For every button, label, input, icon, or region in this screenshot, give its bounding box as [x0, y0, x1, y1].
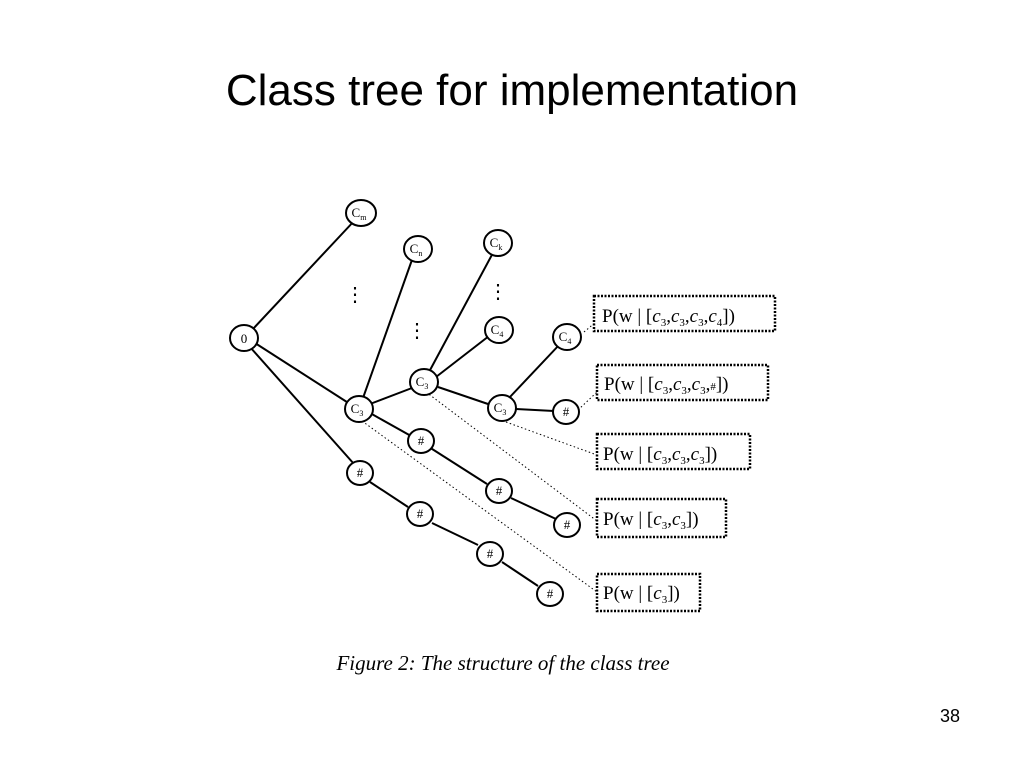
prob-label-1: P(w | [c3,c3,c3,c4]): [602, 306, 735, 329]
edge-c3-l1-c3-l2: [369, 387, 413, 405]
slide-number: 38: [939, 706, 961, 726]
ellipsis-between-cm-cn: ⋮: [345, 284, 365, 306]
prob-label-4: P(w | [c3,c3]): [603, 509, 699, 532]
node-root: [229, 324, 259, 352]
node-hash-a1: [346, 460, 374, 486]
prob-box-4: [595, 497, 728, 539]
node-c3-level2-label: C3: [416, 374, 429, 391]
node-c3-level2: [409, 368, 439, 396]
node-hash-a4: [536, 581, 564, 607]
node-hash-c3-level3-label: #: [563, 404, 570, 419]
prob-box-2: [595, 363, 770, 402]
node-hash-a4-label: #: [547, 586, 554, 601]
edge-hash-b-hash-c: [428, 446, 488, 485]
edge-hash-a-hash-e: [369, 481, 409, 508]
node-hash-b3: [553, 512, 581, 538]
node-cm-label: Cm: [352, 205, 368, 222]
node-c3-level3-label: C3: [494, 400, 507, 417]
node-hash-b1-label: #: [418, 433, 425, 448]
node-hash-a3-label: #: [487, 546, 494, 561]
edge-c3-l1-hash-b: [369, 412, 412, 437]
edge-c3-l2-ck: [428, 250, 495, 373]
node-cn-label: Cn: [410, 241, 423, 258]
node-c4-level3-label: C4: [491, 322, 504, 339]
edge-root-hash-a: [249, 346, 355, 465]
node-c4-level4-label: C4: [559, 329, 572, 346]
node-hash-a2-label: #: [417, 506, 424, 521]
node-c3-level3: [487, 394, 517, 422]
edge-c3-l1-cn: [362, 256, 414, 399]
node-c4-level4: [552, 323, 582, 351]
node-hash-b3-label: #: [564, 517, 571, 532]
node-hash-a2: [406, 501, 434, 527]
ellipsis-marks: ⋮ ⋮ ⋮: [345, 281, 508, 342]
edge-c3-l3-c4: [508, 343, 561, 399]
tree-edges: [249, 219, 561, 587]
node-hash-b2-label: #: [496, 483, 503, 498]
edge-c3-l2-c3-l3: [437, 386, 489, 405]
prob-box-3: [595, 432, 752, 471]
edge-hash-e-hash-f: [431, 522, 479, 546]
probability-labels: P(w | [c3,c3,c3,c4]) P(w | [c3,c3,c3,#])…: [602, 306, 735, 606]
node-hash-c3-level3: [552, 399, 580, 425]
node-c3-level1-label: C3: [351, 401, 364, 418]
figure-caption: Figure 2: The structure of the class tre…: [335, 651, 669, 675]
slide-title: Class tree for implementation: [225, 66, 799, 115]
node-cm: [345, 199, 377, 227]
node-ck-label: Ck: [490, 235, 503, 252]
prob-label-5: P(w | [c3]): [603, 583, 680, 606]
node-hash-b1: [407, 428, 435, 454]
node-root-label: 0: [241, 331, 248, 346]
tree-nodes: [229, 199, 582, 607]
edge-hash-c-hash-d: [510, 497, 557, 520]
leader-2: [577, 391, 598, 411]
node-labels: 0 Cm Cn Ck C4 C4 C3 C3 C3 # # # # # # # …: [241, 205, 572, 601]
leader-3: [505, 421, 598, 456]
node-cn: [403, 235, 433, 263]
edge-hash-f-hash-g: [501, 561, 539, 587]
node-hash-a1-label: #: [357, 465, 364, 480]
edge-c3-l3-hash: [515, 408, 555, 412]
prob-box-1: [592, 294, 777, 333]
edge-root-cm: [251, 219, 356, 331]
node-hash-b2: [485, 478, 513, 504]
prob-label-2: P(w | [c3,c3,c3,#]): [604, 374, 728, 397]
node-ck: [483, 229, 513, 257]
node-c3-level1: [344, 395, 374, 423]
prob-label-3: P(w | [c3,c3,c3]): [603, 444, 717, 467]
probability-boxes: [592, 294, 777, 613]
edge-c3-l2-c4: [435, 335, 490, 378]
ellipsis-between-cn-c3: ⋮: [407, 320, 427, 342]
ellipsis-between-ck-c4: ⋮: [488, 281, 508, 303]
leader-5: [361, 420, 598, 593]
edge-root-c3-l1: [254, 342, 351, 405]
node-c4-level3: [484, 316, 514, 344]
node-hash-a3: [476, 541, 504, 567]
